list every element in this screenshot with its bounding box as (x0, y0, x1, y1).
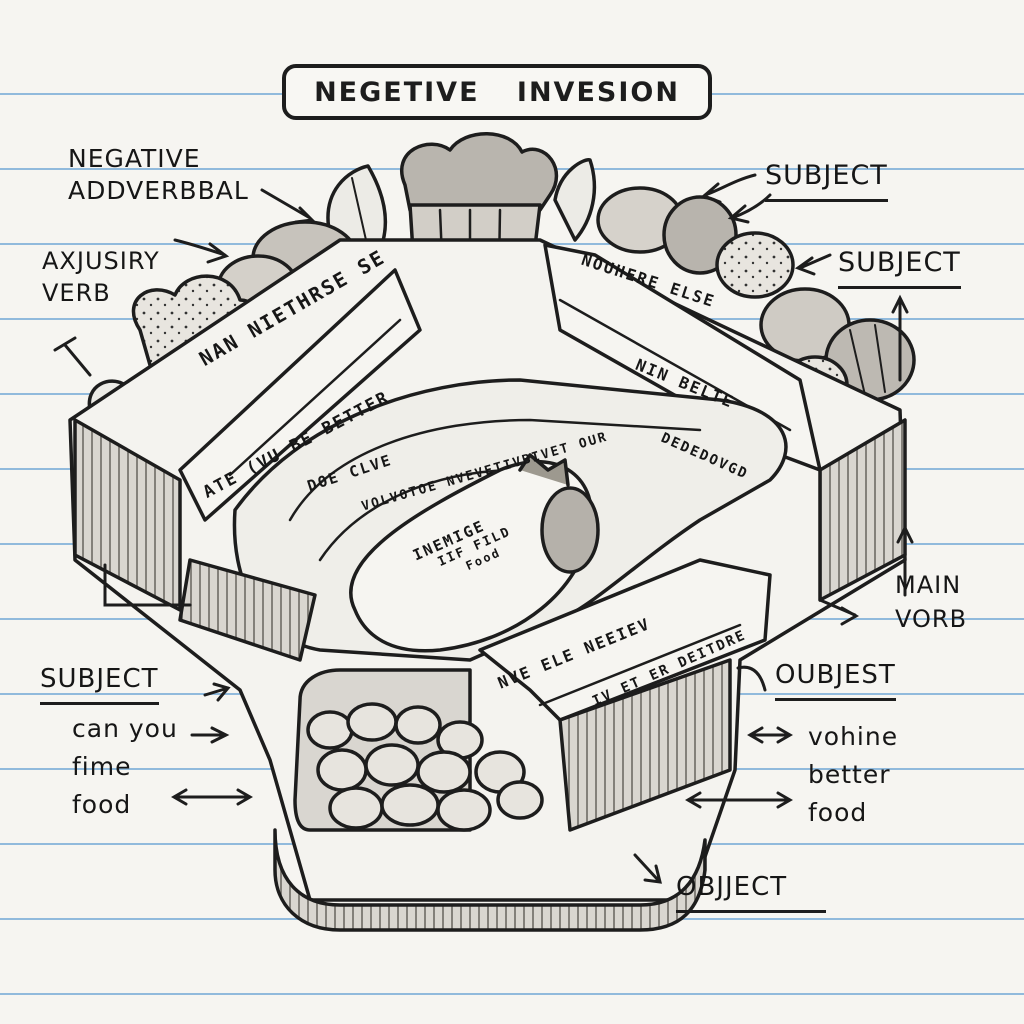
maze-bottom-channel (478, 558, 772, 722)
left-phrase-line-2: fime (72, 752, 132, 781)
box-bottom-front (273, 828, 707, 932)
label-object: OBJJECT (676, 868, 826, 913)
label-subject-left: SUBJECT (40, 660, 159, 705)
right-phrase: vohine better food (808, 718, 898, 832)
label-oubjest: OUBJEST (775, 656, 896, 701)
label-subject-right: SUBJECT (838, 244, 961, 289)
right-phrase-line-3: food (808, 798, 868, 827)
left-striped-ramp (178, 558, 317, 662)
annotation-arrows (53, 173, 914, 884)
beans-pile (293, 668, 544, 832)
label-main-verb: MAIN VORB (895, 571, 968, 633)
diagram-title: NEGETIVE INVESION (314, 76, 680, 108)
label-negative-adverbial: NEGATIVE ADDVERBBAL (68, 144, 249, 205)
left-phrase: can you fime food (72, 710, 178, 824)
right-phrase-line-1: vohine (808, 722, 899, 751)
label-subject-top: SUBJECT (765, 157, 888, 202)
right-phrase-line-2: better (808, 760, 891, 789)
right-lower-wall (558, 658, 732, 832)
left-phrase-line-3: food (72, 790, 132, 819)
maze-left-arm (178, 268, 422, 522)
title-box: NEGETIVE INVESION (282, 64, 712, 120)
label-auxiliary-verb: AXJUSIRY VERB (42, 247, 160, 307)
left-phrase-line-1: can you (72, 714, 178, 743)
